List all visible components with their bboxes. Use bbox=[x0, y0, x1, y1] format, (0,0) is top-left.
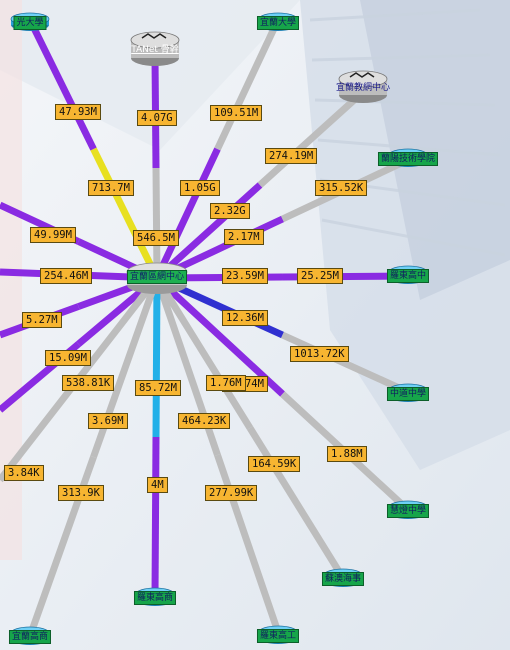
link-value-label: 47.93M bbox=[55, 104, 101, 120]
link-value-label: 85.72M bbox=[135, 380, 181, 396]
link-segment-in[interactable] bbox=[0, 376, 82, 483]
router-yilan-univ[interactable]: 宜蘭大學 bbox=[256, 12, 300, 36]
edu-center-router-icon[interactable] bbox=[338, 70, 388, 103]
link-value-label: 254.46M bbox=[40, 268, 93, 284]
link-value-label: 3.69M bbox=[88, 413, 128, 429]
link-segment-out[interactable] bbox=[153, 147, 221, 280]
link-value-label: 15.09M bbox=[45, 350, 91, 366]
node-tanet-label: TANet 骨幹 bbox=[131, 45, 179, 55]
link-value-label: 5.27M bbox=[22, 312, 62, 328]
link-value-label: 2.32G bbox=[210, 203, 250, 219]
router-luodong-comm[interactable]: 羅東高商 bbox=[133, 587, 177, 611]
router-label: 慧燈中學 bbox=[386, 504, 430, 518]
router-huiwen-hs[interactable]: 慧燈中學 bbox=[386, 500, 430, 524]
link-segment-in[interactable] bbox=[214, 18, 282, 151]
link-segment-out[interactable] bbox=[154, 182, 263, 281]
link-value-label: 1.88M bbox=[327, 446, 367, 462]
router-luodong-vs[interactable]: 羅東高工 bbox=[256, 625, 300, 649]
link-segment-in[interactable] bbox=[247, 426, 346, 580]
link-value-label: 109.51M bbox=[210, 105, 263, 121]
router-luodong-hs[interactable]: 羅東高中 bbox=[386, 265, 430, 289]
link-segment-out[interactable] bbox=[152, 167, 161, 279]
link-segment-in[interactable] bbox=[281, 331, 410, 396]
link-value-label: 164.59K bbox=[248, 456, 301, 472]
router-lanyang[interactable]: 蘭陽技術學院 bbox=[377, 148, 439, 172]
router-label: 蘇澳海事 bbox=[321, 572, 365, 586]
router-label: 宜蘭大學 bbox=[256, 16, 300, 30]
link-value-label: 4.07G bbox=[137, 110, 177, 126]
link-value-label: 464.23K bbox=[178, 413, 231, 429]
router-zhongdao-hs[interactable]: 中道中學 bbox=[386, 383, 430, 407]
link-segment-in[interactable] bbox=[26, 18, 97, 151]
link-value-label: 2.17M bbox=[224, 229, 264, 245]
link-value-label: 49.99M bbox=[30, 227, 76, 243]
node-center-label: 宜蘭區網中心 bbox=[126, 270, 188, 284]
link-value-label: 12.36M bbox=[222, 310, 268, 326]
router-label: 中道中學 bbox=[386, 387, 430, 401]
link-value-label: 3.84K bbox=[4, 465, 44, 481]
link-value-label: 274.19M bbox=[265, 148, 318, 164]
link-segment-in[interactable] bbox=[26, 455, 97, 638]
link-segment-in[interactable] bbox=[151, 436, 160, 597]
link-value-label: 315.52K bbox=[315, 180, 368, 196]
link-segment-out[interactable] bbox=[90, 147, 161, 280]
link-value-label: 538.81K bbox=[62, 375, 115, 391]
link-segment-out[interactable] bbox=[154, 275, 285, 397]
link-segment-in[interactable] bbox=[214, 453, 282, 634]
link-value-label: 277.99K bbox=[205, 485, 258, 501]
link-value-label: 4M bbox=[147, 477, 168, 493]
node-edu-center-label: 宜蘭教網中心 bbox=[335, 83, 391, 93]
link-value-label: 313.9K bbox=[58, 485, 104, 501]
router-yilan-comm[interactable]: 宜蘭高商 bbox=[8, 626, 52, 650]
router-foguang-univ[interactable]: 光大學 bbox=[10, 12, 50, 36]
link-value-label: 1.05G bbox=[180, 180, 220, 196]
link-value-label: 25.25M bbox=[297, 268, 343, 284]
link-value-label: 713.7M bbox=[88, 180, 134, 196]
link-segment-out[interactable] bbox=[152, 277, 161, 438]
router-label: 蘭陽技術學院 bbox=[377, 152, 439, 166]
link-segment-out[interactable] bbox=[75, 275, 160, 382]
router-label: 羅東高工 bbox=[256, 629, 300, 643]
router-label: 羅東高中 bbox=[386, 269, 430, 283]
link-value-label: 546.5M bbox=[133, 230, 179, 246]
link-value-label: 1.76M bbox=[206, 375, 246, 391]
router-label: 宜蘭高商 bbox=[8, 630, 52, 644]
link-segment-in[interactable] bbox=[257, 89, 366, 188]
router-fishery[interactable]: 蘇澳海事 bbox=[321, 568, 365, 592]
tanet-router-icon[interactable] bbox=[130, 31, 180, 66]
link-segment-out[interactable] bbox=[154, 276, 253, 430]
link-value-label: 1013.72K bbox=[290, 346, 349, 362]
link-value-label: 23.59M bbox=[222, 268, 268, 284]
router-label: 羅東高商 bbox=[133, 591, 177, 605]
router-label: 光大學 bbox=[13, 16, 47, 30]
